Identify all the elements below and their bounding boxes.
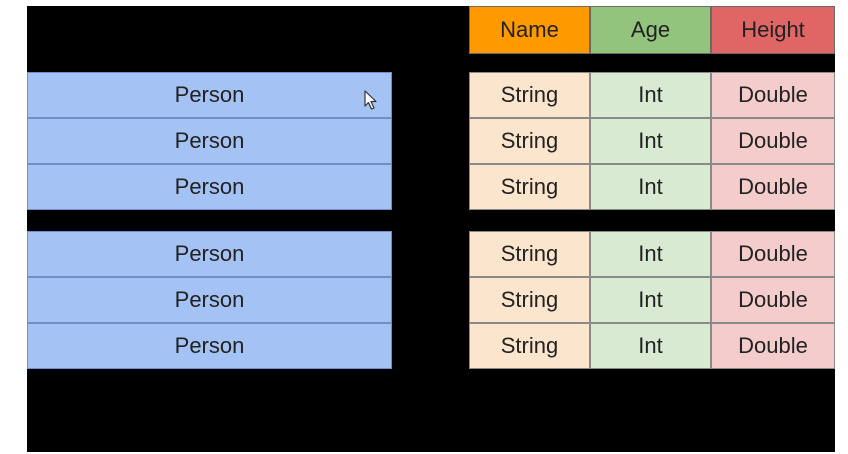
double-cell: Double	[711, 72, 835, 118]
int-cell: Int	[590, 323, 711, 369]
person-row: Person	[27, 323, 392, 369]
int-cell: Int	[590, 231, 711, 277]
int-cell: Int	[590, 277, 711, 323]
string-cell: String	[469, 118, 590, 164]
double-cell: Double	[711, 323, 835, 369]
int-cell: Int	[590, 72, 711, 118]
header-name: Name	[469, 6, 590, 54]
mouse-pointer-icon	[364, 90, 377, 110]
double-cell: Double	[711, 118, 835, 164]
int-cell: Int	[590, 118, 711, 164]
string-cell: String	[469, 231, 590, 277]
string-cell: String	[469, 72, 590, 118]
string-cell: String	[469, 323, 590, 369]
string-cell: String	[469, 277, 590, 323]
person-row: Person	[27, 231, 392, 277]
person-row: Person	[27, 118, 392, 164]
double-cell: Double	[711, 164, 835, 210]
double-cell: Double	[711, 231, 835, 277]
person-row: Person	[27, 164, 392, 210]
int-cell: Int	[590, 164, 711, 210]
header-age: Age	[590, 6, 711, 54]
person-row: Person	[27, 72, 392, 118]
diagram-canvas: Name Age Height Person Person Person Per…	[27, 6, 835, 452]
double-cell: Double	[711, 277, 835, 323]
header-height: Height	[711, 6, 835, 54]
person-row: Person	[27, 277, 392, 323]
string-cell: String	[469, 164, 590, 210]
